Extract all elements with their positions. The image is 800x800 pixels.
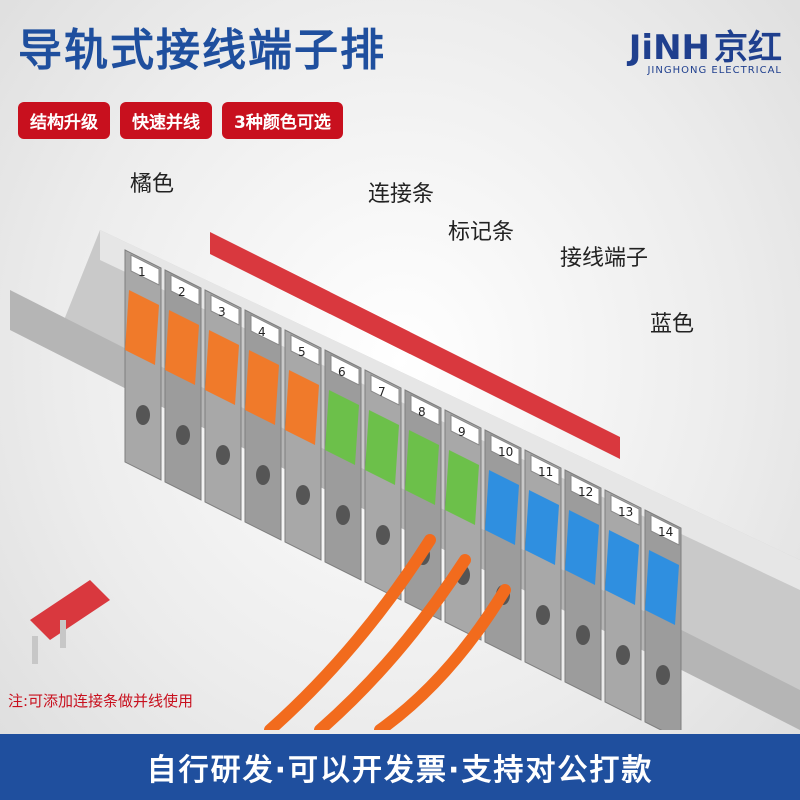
terminal-lever [245, 350, 279, 425]
terminal-block: 7 [364, 369, 402, 601]
jumper-bar [30, 580, 110, 664]
terminal-lever [285, 370, 319, 445]
terminal-number: 11 [538, 465, 553, 479]
connector-bar [350, 302, 470, 384]
terminal-block: 11 [524, 449, 562, 681]
usage-note: 注:可添加连接条做并线使用 [8, 692, 194, 710]
terminal-number: 7 [378, 385, 386, 399]
terminal-lever [405, 430, 439, 505]
terminal-number: 13 [618, 505, 633, 519]
label-orange: 橘色 [130, 172, 175, 197]
terminal-number: 14 [658, 525, 673, 539]
wire-3 [374, 584, 511, 730]
terminal-lever [205, 330, 239, 405]
terminal-block: 3 [204, 289, 242, 521]
terminal-lever [365, 410, 399, 485]
terminal-lever [485, 470, 519, 545]
terminal-block: 4 [244, 309, 282, 541]
terminal-number: 1 [138, 265, 146, 279]
terminal-block: 10 [484, 429, 522, 661]
terminal-block: 6 [324, 349, 362, 581]
terminal-block: 14 [644, 509, 682, 730]
terminal-lever [605, 530, 639, 605]
tag-parallel: 快速并线 [120, 102, 212, 139]
brand-subtitle: JINGHONG ELECTRICAL [647, 65, 782, 76]
product-title: 导轨式接线端子排 [18, 25, 386, 76]
terminal-number: 5 [298, 345, 306, 359]
tag-structure: 结构升级 [18, 102, 110, 139]
terminal-number: 10 [498, 445, 513, 459]
terminal-number: 6 [338, 365, 346, 379]
wire-1 [264, 534, 436, 730]
terminal-lever [645, 550, 679, 625]
terminal-number: 3 [218, 305, 226, 319]
label-marker: 标记条 [448, 220, 515, 245]
label-connector: 连接条 [368, 182, 435, 207]
brand-name-cn: 京红 [714, 28, 782, 68]
terminal-block: 5 [284, 329, 322, 561]
terminal-block: 13 [604, 489, 642, 721]
terminal-number: 9 [458, 425, 466, 439]
brand-name: JiNH [628, 28, 710, 68]
terminal-lever [525, 490, 559, 565]
terminal-number: 8 [418, 405, 426, 419]
terminal-lever [325, 390, 359, 465]
terminal-number: 2 [178, 285, 186, 299]
terminal-lever [125, 290, 159, 365]
terminal-number: 12 [578, 485, 593, 499]
terminal-block: 9 [444, 409, 482, 641]
label-blue: 蓝色 [650, 312, 695, 337]
wire-2 [314, 554, 471, 730]
tag-colors: 3种颜色可选 [222, 102, 343, 139]
terminal-block: 8 [404, 389, 442, 621]
terminal-block: 12 [564, 469, 602, 701]
footer-banner: 自行研发·可以开发票·支持对公打款 [0, 734, 800, 800]
feature-tags: 结构升级 快速并线 3种颜色可选 [18, 102, 343, 139]
label-terminal: 接线端子 [560, 246, 649, 271]
terminal-number: 4 [258, 325, 266, 339]
terminal-lever [445, 450, 479, 525]
terminal-lever [565, 510, 599, 585]
connector-bar [470, 362, 620, 459]
terminal-block: 2 [164, 269, 202, 501]
terminal-lever [165, 310, 199, 385]
terminal-block: 1 [124, 249, 162, 481]
